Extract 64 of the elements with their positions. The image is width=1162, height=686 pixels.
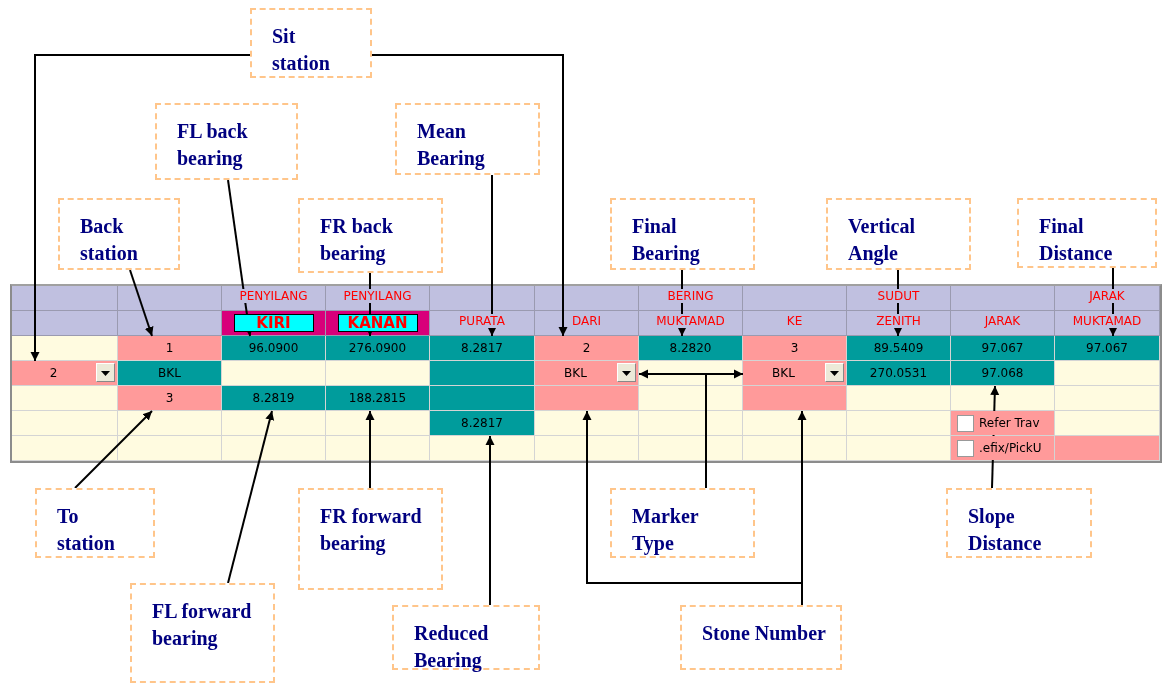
- data-cell: 96.0900: [222, 336, 326, 361]
- leader-arrow: [227, 179, 254, 337]
- column-header: MUKTAMAD: [1072, 314, 1142, 328]
- dropdown-field: BKL: [535, 361, 639, 386]
- data-cell: 8.2820: [639, 336, 743, 361]
- leader-arrow: [129, 269, 154, 337]
- data-cell: 8.2817: [430, 411, 535, 436]
- callout: Stone Number: [680, 605, 842, 670]
- leader-arrow: [485, 435, 495, 606]
- column-header: JARAK: [984, 314, 1021, 328]
- column-header: KE: [786, 314, 803, 328]
- column-header: DARI: [571, 314, 602, 328]
- callout: Vertical Angle: [826, 198, 971, 270]
- callout: Marker Type: [610, 488, 755, 558]
- data-cell: 188.2815: [326, 386, 430, 411]
- column-header: SUDUT: [877, 289, 920, 303]
- callout: FL back bearing: [155, 103, 298, 180]
- data-cell: 1: [118, 336, 222, 361]
- header-tag: KIRI: [233, 314, 314, 332]
- callout: Reduced Bearing: [392, 605, 540, 670]
- column-header: PENYILANG: [343, 289, 412, 303]
- callout: FR forward bearing: [298, 488, 443, 590]
- header-tag: KANAN: [337, 314, 418, 332]
- checkbox-label: Refer Trav: [979, 411, 1040, 435]
- column-header: ZENITH: [876, 314, 921, 328]
- data-cell: 97.067: [951, 336, 1055, 361]
- column-header: PURATA: [459, 314, 505, 328]
- leader-arrow: [371, 54, 568, 337]
- table-cell: [535, 386, 639, 411]
- callout: Final Distance: [1017, 198, 1157, 268]
- column-header: BERING: [667, 289, 714, 303]
- table-cell: [743, 386, 847, 411]
- callout: To station: [35, 488, 155, 558]
- callout: Back station: [58, 198, 180, 270]
- callout: Sit station: [250, 8, 372, 78]
- callout: Mean Bearing: [395, 103, 540, 175]
- data-cell: 97.067: [1055, 336, 1160, 361]
- data-cell: 8.2817: [430, 336, 535, 361]
- data-cell: 270.0531: [847, 361, 951, 386]
- leader-arrow: [74, 410, 153, 489]
- data-cell: 276.0900: [326, 336, 430, 361]
- data-cell: 97.068: [951, 361, 1055, 386]
- callout: FL forward bearing: [130, 583, 275, 683]
- data-cell: 3: [743, 336, 847, 361]
- dropdown-field: BKL: [743, 361, 847, 386]
- column-header: JARAK: [1089, 289, 1125, 303]
- leader-arrow: [990, 385, 1000, 489]
- callout: FR back bearing: [298, 198, 443, 273]
- leader-arrow: [30, 54, 251, 362]
- data-cell: 2: [535, 336, 639, 361]
- column-header: PENYILANG: [239, 289, 308, 303]
- dropdown-field: 2: [12, 361, 118, 386]
- data-cell: BKL: [118, 361, 222, 386]
- callout: Slope Distance: [946, 488, 1092, 558]
- callout: Final Bearing: [610, 198, 755, 270]
- leader-arrow: [487, 174, 497, 337]
- data-cell: 89.5409: [847, 336, 951, 361]
- checkbox-label: .efix/PickU: [979, 436, 1042, 460]
- data-cell: 3: [118, 386, 222, 411]
- leader-arrow: [227, 410, 275, 584]
- leader-arrow: [365, 410, 375, 489]
- leader-arrow: [797, 410, 807, 606]
- data-cell: 8.2819: [222, 386, 326, 411]
- column-header: MUKTAMAD: [656, 314, 725, 328]
